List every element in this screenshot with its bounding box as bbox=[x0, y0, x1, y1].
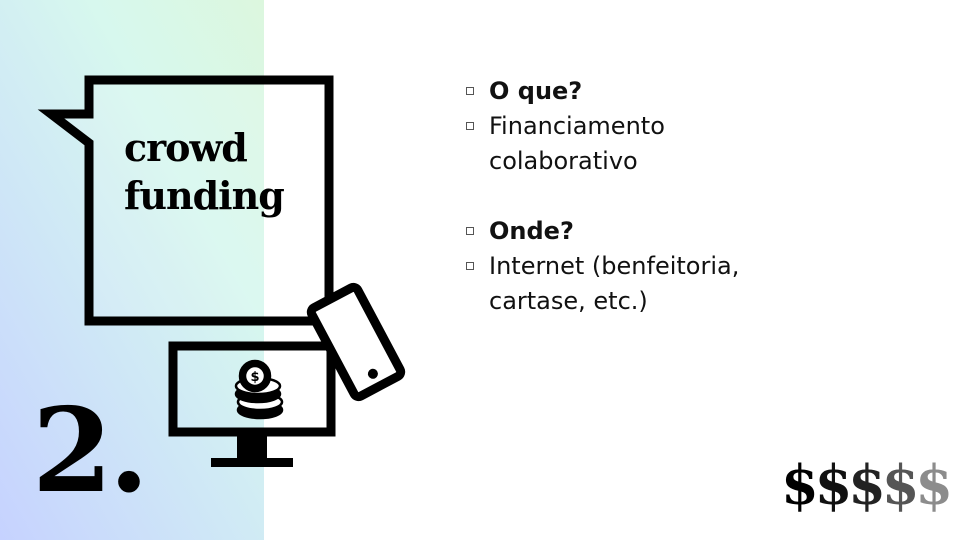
bubble-line-2: funding bbox=[124, 173, 285, 218]
dollar-sign: $ bbox=[881, 453, 920, 517]
bullet-text: Financiamento colaborativo bbox=[489, 112, 665, 175]
square-bullet-icon bbox=[466, 262, 474, 270]
bubble-title: crowd funding bbox=[124, 124, 285, 220]
dollar-sign: $ bbox=[814, 453, 853, 517]
square-bullet-icon bbox=[466, 122, 474, 130]
dollar-sign: $ bbox=[848, 453, 886, 517]
bullet-item: Onde? bbox=[466, 214, 789, 249]
smartphone-icon bbox=[306, 282, 406, 402]
square-bullet-icon bbox=[466, 227, 474, 235]
dollar-sign: $ bbox=[781, 453, 819, 517]
monitor-icon bbox=[168, 341, 336, 467]
bullet-text: Internet (benfeitoria, cartase, etc.) bbox=[489, 252, 740, 315]
illustration: $ bbox=[37, 75, 406, 467]
dollar-signs: $$$$$ bbox=[781, 450, 953, 520]
bullet-text: Onde? bbox=[489, 217, 574, 245]
square-bullet-icon bbox=[466, 87, 474, 95]
gradient-panel bbox=[0, 0, 264, 540]
speech-bubble-icon bbox=[37, 75, 334, 326]
svg-text:$: $ bbox=[250, 370, 259, 385]
dollar-sign: $ bbox=[915, 453, 953, 517]
bullet-item: O que? bbox=[466, 74, 789, 109]
slide-number: 2. bbox=[32, 383, 149, 519]
bubble-line-1: crowd bbox=[124, 125, 248, 170]
bullet-text: O que? bbox=[489, 77, 583, 105]
bullet-list: O que? Financiamento colaborativo Onde? … bbox=[466, 74, 789, 319]
bullet-item: Internet (benfeitoria, cartase, etc.) bbox=[466, 249, 789, 319]
bullet-item: Financiamento colaborativo bbox=[466, 109, 789, 179]
coin-stack-icon: $ bbox=[234, 359, 284, 420]
